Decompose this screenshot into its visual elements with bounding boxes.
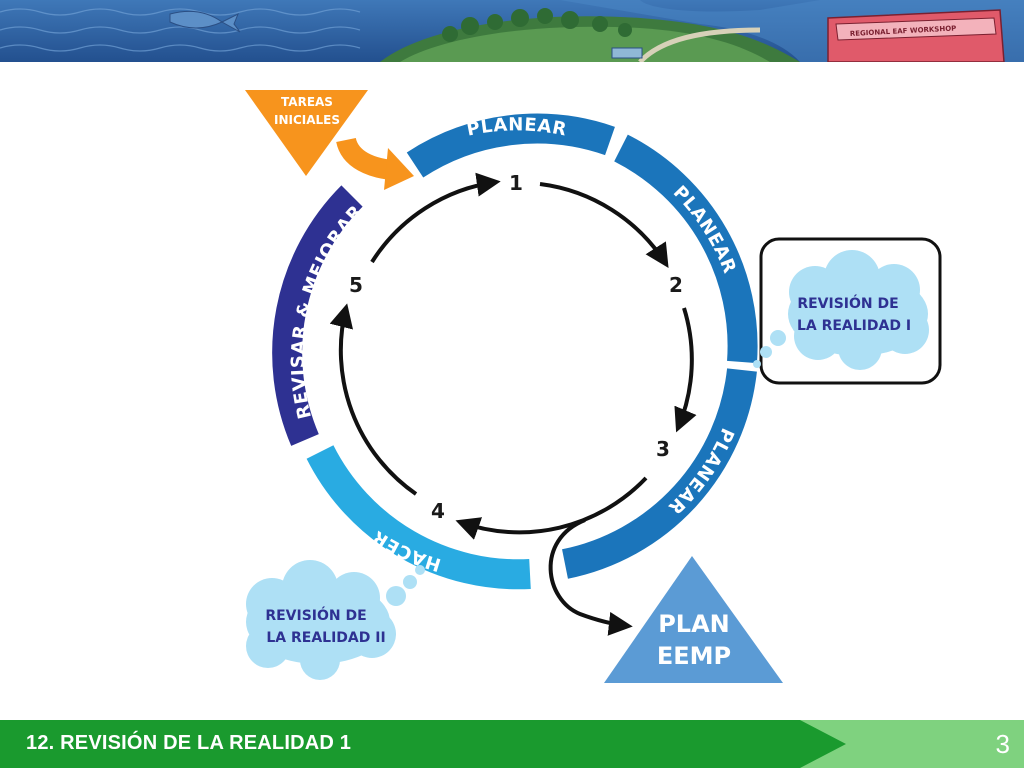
plan-label-line1: PLAN: [658, 610, 730, 638]
arc-hacer-bottom: [306, 445, 531, 590]
tareas-iniciales-triangle: TAREAS INICIALES: [245, 90, 368, 176]
cloud-left-line2: LA REALIDAD II: [266, 630, 385, 646]
arc-label-planear-right-upper: PLANEAR: [669, 182, 740, 277]
step-number-5: 5: [349, 273, 363, 297]
footer-arrow-shape: [800, 720, 846, 768]
arrow-1-to-2: [539, 182, 669, 269]
arc-label-revisar-mejorar: REVISAR & MEJORAR: [288, 201, 368, 421]
cloud-right-line2: LA REALIDAD I: [797, 318, 911, 334]
arc-revisar-left: [272, 185, 363, 446]
plan-label-line2: EEMP: [657, 642, 731, 670]
arrow-to-plan: [548, 518, 633, 636]
tareas-label-line1: TAREAS: [281, 95, 333, 109]
arc-label-planear-right-lower: PLANEAR: [663, 425, 737, 519]
arc-planear-right-upper: [614, 134, 758, 364]
cloud-revision-realidad-1: REVISIÓN DE LA REALIDAD I: [753, 237, 942, 385]
wave-pattern: [0, 8, 361, 52]
arrow-4-to-5: [329, 303, 418, 496]
plan-eemp-triangle: PLAN EEMP: [604, 556, 783, 683]
cloud-left-line1: REVISIÓN DE: [265, 606, 366, 624]
cloud-revision-realidad-2: REVISIÓN DE LA REALIDAD II: [246, 560, 425, 680]
tareas-orange-arrow: [336, 136, 414, 190]
footer-bar: 12. REVISIÓN DE LA REALIDAD 1 3: [0, 720, 1024, 768]
step-number-3: 3: [656, 437, 670, 461]
step-number-1: 1: [509, 171, 523, 195]
arc-planear-top: [406, 113, 615, 178]
workshop-building: REGIONAL EAF WORKSHOP: [611, 9, 1005, 62]
cycle-diagram: TAREAS INICIALES PLANEAR PLANEAR PLANEAR…: [245, 90, 942, 683]
fish-icon: [169, 10, 241, 33]
tareas-label-line2: INICIALES: [274, 113, 340, 127]
step-number-4: 4: [431, 499, 445, 523]
arc-planear-right-lower: [561, 368, 757, 579]
arrow-3-to-4: [455, 476, 648, 540]
header-banner: REGIONAL EAF WORKSHOP: [0, 0, 1024, 62]
footer-title: 12. REVISIÓN DE LA REALIDAD 1: [26, 732, 352, 754]
arrow-5-to-1: [370, 172, 501, 264]
inner-cycle-arrows: [329, 172, 697, 540]
arrow-2-to-3: [674, 307, 697, 433]
page-number: 3: [995, 729, 1010, 759]
step-number-2: 2: [669, 273, 683, 297]
cloud-right-line1: REVISIÓN DE: [797, 294, 898, 312]
cycle-ring: [272, 113, 758, 590]
